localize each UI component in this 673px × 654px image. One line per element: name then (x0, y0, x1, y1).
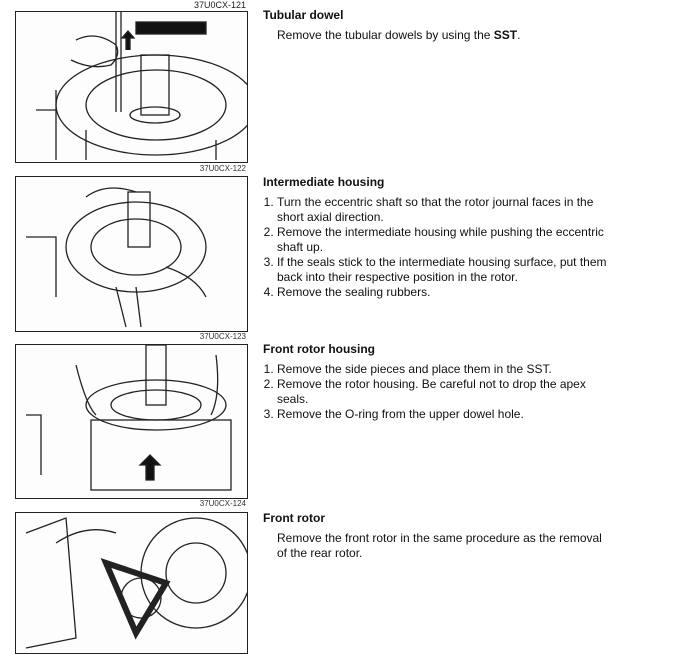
list-item: Remove the intermediate housing while pu… (277, 225, 613, 255)
figure-caption: 37U0CX-123 (199, 332, 246, 341)
section-title: Front rotor housing (263, 342, 375, 356)
list-item: Turn the eccentric shaft so that the rot… (277, 195, 613, 225)
section-intermediate-housing: Intermediate housing Turn the eccentric … (263, 175, 613, 300)
figure-intermediate-housing (15, 176, 248, 332)
list-item: Remove the side pieces and place them in… (277, 362, 613, 377)
section-title: Intermediate housing (263, 175, 385, 189)
figure-caption: 37U0CX-124 (199, 499, 246, 508)
list-item: If the seals stick to the intermediate h… (277, 255, 613, 285)
text: . (517, 28, 521, 42)
text: Remove the tubular dowels by using the (277, 28, 494, 42)
section-text: Remove the front rotor in the same proce… (277, 531, 602, 560)
list-item: Remove the rotor housing. Be careful not… (277, 377, 613, 407)
figure-front-rotor-housing (15, 344, 248, 499)
section-tubular-dowel: Tubular dowel Remove the tubular dowels … (263, 8, 613, 43)
section-title: Front rotor (263, 511, 325, 525)
sst-label: SST (493, 28, 518, 42)
list-item: Remove the O-ring from the upper dowel h… (277, 407, 613, 422)
section-title: Tubular dowel (263, 8, 344, 22)
figure-front-rotor (15, 512, 248, 654)
list-item: Remove the sealing rubbers. (277, 285, 613, 300)
figure-caption: 37U0CX-122 (199, 164, 246, 173)
figure-caption: 37U0CX-121 (193, 0, 246, 10)
steps-list: Turn the eccentric shaft so that the rot… (263, 195, 613, 300)
section-front-rotor: Front rotor Remove the front rotor in th… (263, 511, 613, 561)
steps-list: Remove the side pieces and place them in… (263, 362, 613, 422)
section-front-rotor-housing: Front rotor housing Remove the side piec… (263, 342, 613, 422)
figure-tubular-dowel (15, 11, 248, 163)
section-text: Remove the tubular dowels by using the S… (277, 28, 613, 43)
